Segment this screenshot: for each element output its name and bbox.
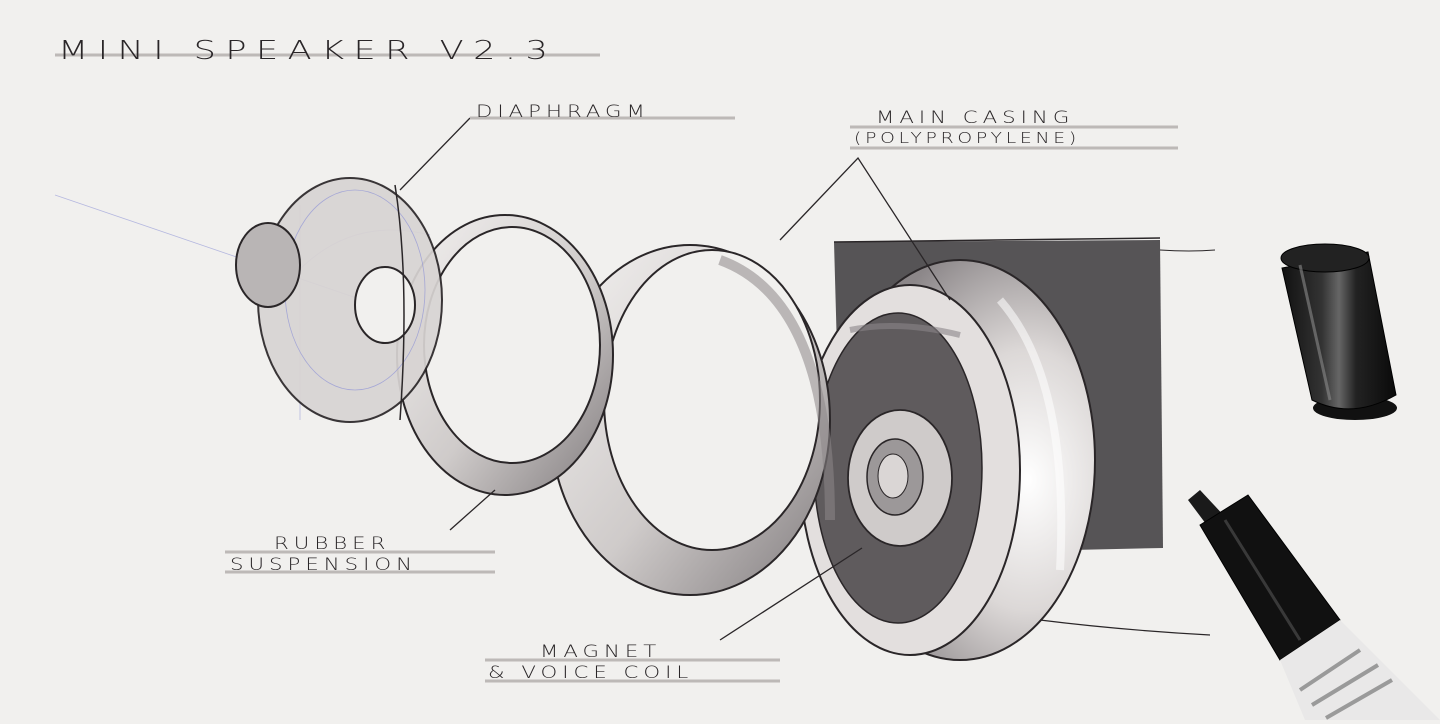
page-title: MINI SPEAKER V2.3 [58, 36, 558, 66]
casing-front-ring [549, 244, 835, 596]
callout-magnet: MAGNET [540, 642, 662, 662]
leader-lines [55, 53, 1178, 683]
rubber-suspension-ring [396, 214, 614, 496]
callout-suspension: SUSPENSION [230, 555, 418, 575]
marker-pen-icon [1188, 490, 1440, 720]
magnet-voice-coil [847, 409, 953, 547]
dust-cap [235, 222, 301, 308]
callout-main-casing: MAIN CASING [876, 108, 1075, 128]
callout-diaphragm: DIAPHRAGM [476, 102, 650, 122]
marker-cap-icon [1280, 243, 1397, 420]
callout-main-casing-material: (POLYPROPYLENE) [854, 129, 1080, 147]
callout-voice-coil: & VOICE COIL [488, 663, 694, 683]
callout-rubber: RUBBER [274, 534, 391, 554]
